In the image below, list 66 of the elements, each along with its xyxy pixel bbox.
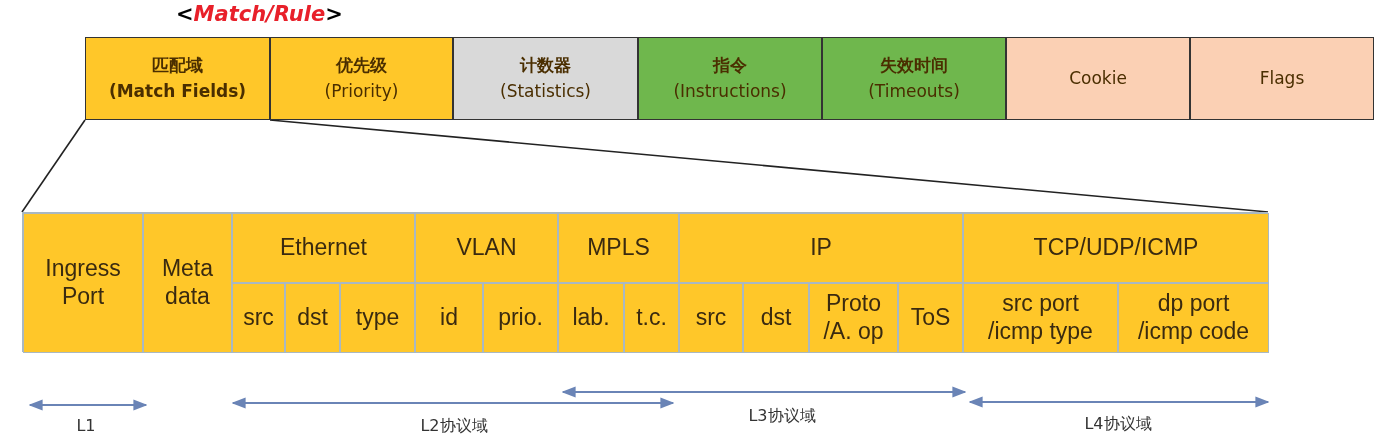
field-cell xyxy=(285,283,340,353)
field-name: src port /icmp type xyxy=(987,290,1094,346)
zoom-line xyxy=(21,119,86,213)
field-name: src xyxy=(695,304,727,332)
field-cell xyxy=(415,283,483,353)
field-name: Meta data xyxy=(160,255,215,311)
field-name: type xyxy=(355,304,400,332)
field-name: Ingress Port xyxy=(44,255,122,311)
field-name: 匹配域 xyxy=(152,54,203,77)
field-cell xyxy=(809,283,898,353)
field-name: 指令 xyxy=(713,54,747,77)
field-cell xyxy=(143,213,232,353)
field-cell xyxy=(898,283,963,353)
field-cell xyxy=(1190,37,1374,120)
field-cell xyxy=(558,283,624,353)
field-name: TCP/UDP/ICMP xyxy=(1033,234,1199,262)
field-cell xyxy=(23,213,143,353)
field-name: Cookie xyxy=(1069,66,1127,90)
field-cell xyxy=(85,37,270,120)
field-name: t.c. xyxy=(636,304,667,332)
field-name: MPLS xyxy=(587,234,650,262)
layer-label: L1 xyxy=(76,416,96,435)
field-cell xyxy=(453,37,638,120)
field-name: IP xyxy=(810,234,832,262)
layer-label: L4协议域 xyxy=(1084,414,1152,435)
field-subtitle: (Priority) xyxy=(324,79,399,103)
field-name: 失效时间 xyxy=(880,54,948,77)
layer-label: L2协议域 xyxy=(420,416,488,437)
field-cell xyxy=(1006,37,1190,120)
field-cell xyxy=(679,213,963,283)
field-cell xyxy=(822,37,1006,120)
field-cell xyxy=(1118,283,1269,353)
field-name: 优先级 xyxy=(336,54,387,77)
field-name: dst xyxy=(760,304,792,332)
field-cell xyxy=(415,213,558,283)
field-cell xyxy=(270,37,453,120)
field-cell xyxy=(558,213,679,283)
field-cell xyxy=(638,37,822,120)
field-name: Flags xyxy=(1259,66,1305,90)
layer-label: L3协议域 xyxy=(748,406,816,427)
diagram-title: <Match/Rule> xyxy=(176,2,343,26)
field-subtitle: (Instructions) xyxy=(673,79,787,103)
field-cell xyxy=(624,283,679,353)
field-cell xyxy=(340,283,415,353)
field-name: 计数器 xyxy=(520,54,571,77)
field-name: VLAN xyxy=(456,234,517,262)
field-cell xyxy=(963,283,1118,353)
field-cell xyxy=(963,213,1269,283)
field-cell xyxy=(483,283,558,353)
field-name: dst xyxy=(297,304,328,332)
field-cell xyxy=(679,283,743,353)
field-name: Ethernet xyxy=(280,234,367,262)
field-name: id xyxy=(440,304,458,332)
table-frame xyxy=(22,212,1268,352)
field-cell xyxy=(232,213,415,283)
field-subtitle: (Timeouts) xyxy=(868,79,960,103)
field-subtitle: (Match Fields) xyxy=(108,79,247,103)
field-name: lab. xyxy=(572,304,610,332)
field-name: Proto /A. op xyxy=(822,290,885,346)
field-cell xyxy=(232,283,285,353)
field-cell xyxy=(743,283,809,353)
field-name: ToS xyxy=(910,304,951,332)
field-name: dp port /icmp code xyxy=(1136,290,1251,346)
field-name: src xyxy=(243,304,274,332)
field-name: prio. xyxy=(498,304,543,332)
field-subtitle: (Statistics) xyxy=(500,79,591,103)
